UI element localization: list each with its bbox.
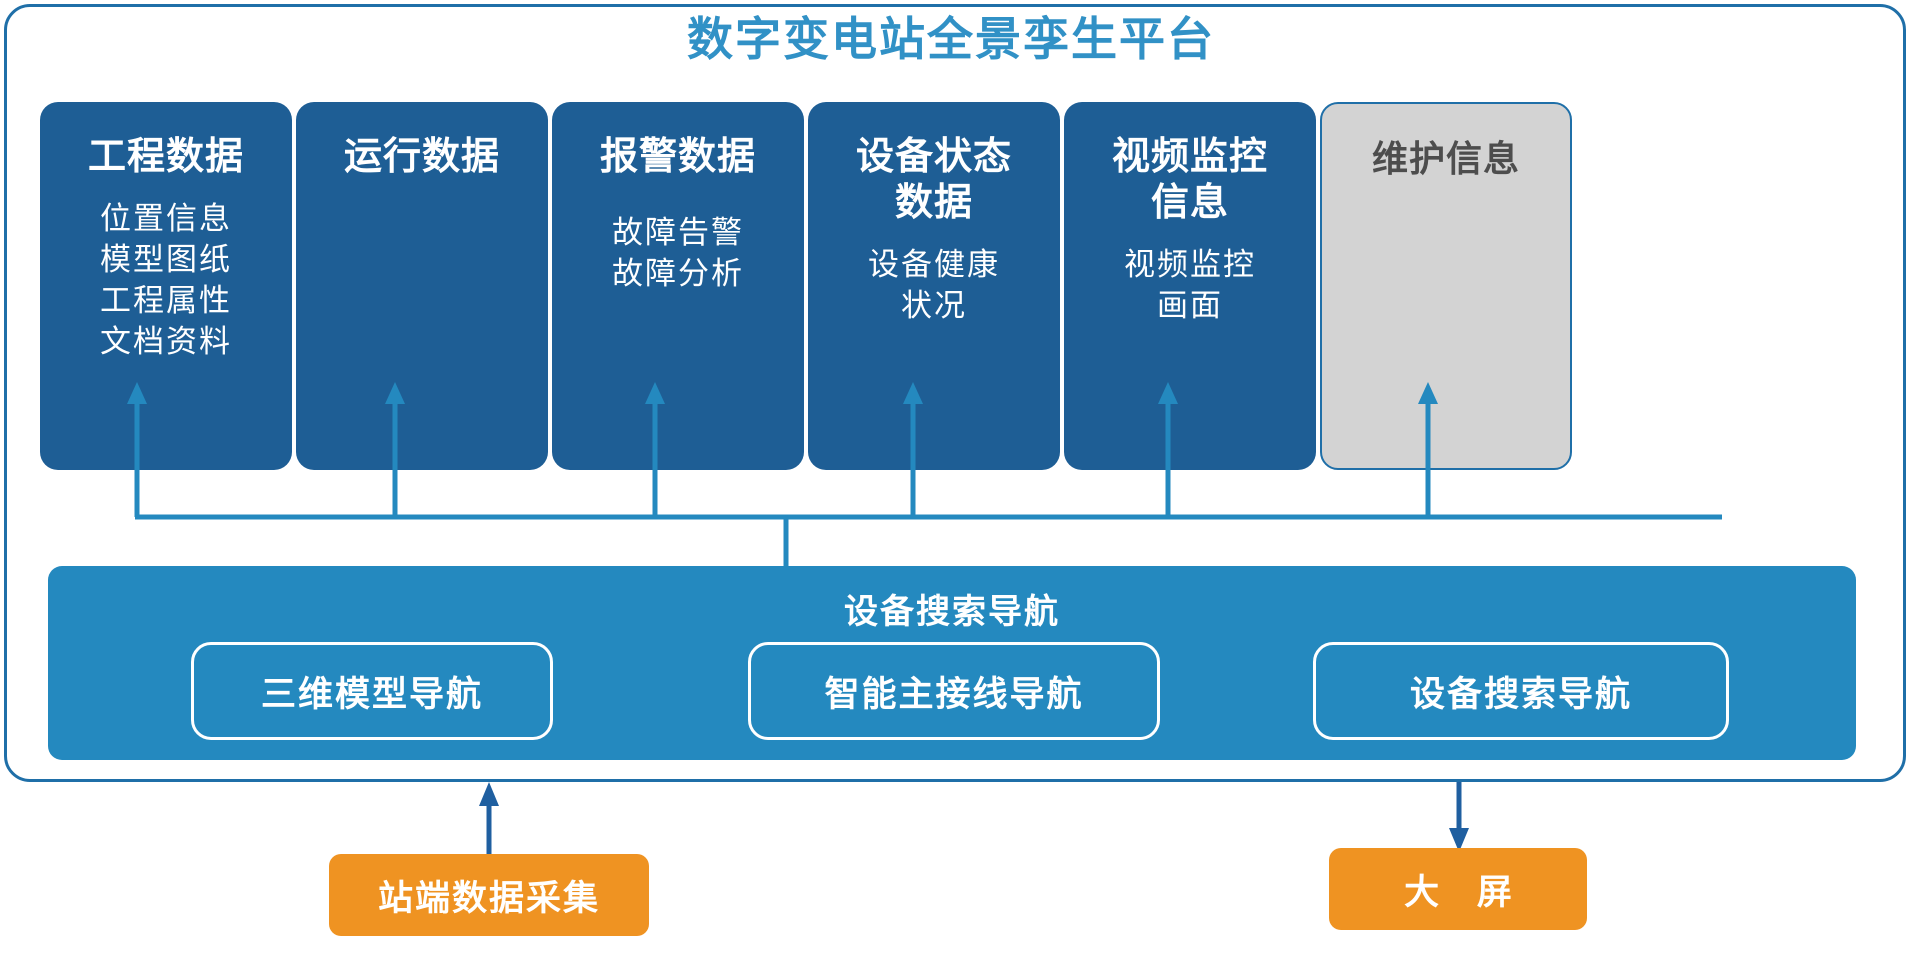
- card-item: 位置信息: [100, 201, 232, 236]
- card-title: 视频监控 信息: [1111, 136, 1268, 224]
- card-item: 故障告警: [612, 215, 744, 250]
- nav-band-title: 设备搜索导航: [844, 593, 1060, 631]
- card-video-monitoring-info[interactable]: 视频监控 信息 视频监控 画面: [1064, 102, 1316, 470]
- bottom-connector-lines: [486, 782, 1462, 854]
- station-arrow-head: [479, 782, 499, 806]
- card-title: 维护信息: [1371, 138, 1520, 179]
- card-item: 设备健康: [868, 247, 1000, 282]
- card-item: 文档资料: [100, 324, 232, 359]
- card-item-list: 故障告警 故障分析: [612, 212, 744, 294]
- card-item: 故障分析: [612, 256, 744, 291]
- card-title: 运行数据: [343, 136, 500, 178]
- card-title: 设备状态 数据: [855, 136, 1012, 224]
- card-title: 工程数据: [87, 136, 244, 178]
- card-item: 工程属性: [100, 283, 232, 318]
- data-cards-row: 工程数据 位置信息 模型图纸 工程属性 文档资料 运行数据 报警数据 故障告警 …: [0, 102, 1902, 470]
- nav-pill-device-search[interactable]: 设备搜索导航: [1313, 642, 1729, 740]
- card-engineering-data[interactable]: 工程数据 位置信息 模型图纸 工程属性 文档资料: [40, 102, 292, 470]
- device-search-nav-band: 设备搜索导航 三维模型导航 智能主接线导航 设备搜索导航: [48, 566, 1856, 760]
- card-operation-data[interactable]: 运行数据: [296, 102, 548, 470]
- page-title: 数字变电站全景孪生平台: [687, 13, 1215, 65]
- large-screen-box[interactable]: 大 屏: [1329, 848, 1587, 930]
- nav-pill-3d-model[interactable]: 三维模型导航: [191, 642, 553, 740]
- station-data-acquisition-box[interactable]: 站端数据采集: [329, 854, 649, 936]
- card-item-list: 视频监控 画面: [1124, 244, 1256, 326]
- bottom-arrowheads: [479, 782, 1469, 852]
- card-item-list: 设备健康 状况: [868, 244, 1000, 326]
- card-item-list: 位置信息 模型图纸 工程属性 文档资料: [100, 198, 232, 362]
- card-alarm-data[interactable]: 报警数据 故障告警 故障分析: [552, 102, 804, 470]
- card-item: 视频监控: [1124, 247, 1256, 282]
- nav-pill-row: 三维模型导航 智能主接线导航 设备搜索导航: [48, 642, 1856, 744]
- card-device-status-data[interactable]: 设备状态 数据 设备健康 状况: [808, 102, 1060, 470]
- nav-pill-smart-main-wiring[interactable]: 智能主接线导航: [748, 642, 1160, 740]
- card-maintenance-info[interactable]: 维护信息: [1320, 102, 1572, 470]
- card-item: 画面: [1157, 288, 1223, 323]
- card-title: 报警数据: [599, 136, 756, 178]
- card-item: 模型图纸: [100, 242, 232, 277]
- card-item: 状况: [901, 288, 967, 323]
